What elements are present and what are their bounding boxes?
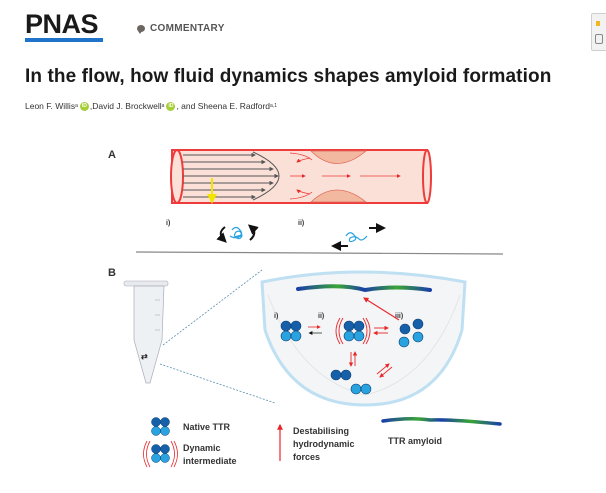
panel-divider xyxy=(135,251,504,255)
author-separator: , xyxy=(89,101,93,111)
affiliation-marker: a xyxy=(161,103,165,109)
dynamic-intermediate xyxy=(335,317,371,345)
legend-amyloid-icon xyxy=(381,416,502,426)
disturbed-flow xyxy=(289,152,401,200)
legend-native-icon xyxy=(151,417,170,436)
tool-icon xyxy=(595,34,603,44)
panel-a-sub-i: i) xyxy=(166,220,170,227)
side-toolbar-widget[interactable] xyxy=(591,13,606,51)
pnas-logo[interactable]: PNAS xyxy=(25,9,99,39)
legend-forces-label-2: hydrodynamic xyxy=(293,439,355,449)
panel-b-label: B xyxy=(108,267,116,279)
legend-intermediate-icon xyxy=(143,440,178,468)
eppendorf-tube: ⇄ xyxy=(123,280,169,384)
plaque-top xyxy=(310,150,368,164)
logo-underline xyxy=(25,38,103,42)
vortex-icon: ⇄ xyxy=(141,352,148,361)
author-separator: , and xyxy=(176,101,198,111)
author-link[interactable]: Sheena E. Radford xyxy=(197,101,271,111)
vessel-opening xyxy=(170,149,184,204)
zoom-line-top xyxy=(162,269,263,346)
panel-a-label: A xyxy=(108,149,116,161)
legend-amyloid-label: TTR amyloid xyxy=(388,436,442,446)
highlight-icon xyxy=(596,21,600,26)
vessel-body xyxy=(171,149,428,204)
orcid-icon[interactable]: iD xyxy=(166,101,176,111)
stretched-protein-icon xyxy=(331,223,386,251)
panel-b-sub-i: i) xyxy=(274,313,278,320)
panel-b-sub-ii: ii) xyxy=(318,313,324,320)
article-title: In the flow, how fluid dynamics shapes a… xyxy=(25,66,552,87)
monomers xyxy=(398,318,424,348)
parabolic-profile xyxy=(252,151,280,201)
author-link[interactable]: Leon F. Willis xyxy=(25,101,76,111)
plaque-bottom xyxy=(310,189,368,203)
article-type-label: COMMENTARY xyxy=(150,23,225,34)
legend-forces-label-3: forces xyxy=(293,452,320,462)
equilibrium-arrows xyxy=(348,297,400,378)
legend-intermediate-label-2: intermediate xyxy=(183,456,237,466)
orcid-icon[interactable]: iD xyxy=(79,101,89,111)
rotating-protein-icon xyxy=(216,224,259,243)
affiliation-marker: a xyxy=(75,103,78,109)
legend-native-label: Native TTR xyxy=(183,422,231,432)
native-tetramer xyxy=(280,320,302,342)
amyloid-fibril xyxy=(296,284,432,293)
author-link[interactable]: David J. Brockwell xyxy=(92,101,162,111)
vessel-end xyxy=(422,149,432,204)
legend-forces-label-1: Destabilising xyxy=(293,426,349,436)
article-type-badge: COMMENTARY xyxy=(137,23,225,34)
fibril-formation-arrow xyxy=(363,297,400,321)
panel-a-sub-ii: ii) xyxy=(298,220,304,227)
dimers xyxy=(330,369,372,395)
zoom-line-bottom xyxy=(159,363,276,404)
blood-vessel-diagram xyxy=(170,149,432,204)
speech-bubble-icon xyxy=(137,25,145,34)
affiliation-marker: a,1 xyxy=(270,103,277,109)
flow-profile-arrows xyxy=(183,152,279,200)
panel-b-sub-iii: iii) xyxy=(395,313,403,320)
legend-intermediate-label-1: Dynamic xyxy=(183,443,221,453)
